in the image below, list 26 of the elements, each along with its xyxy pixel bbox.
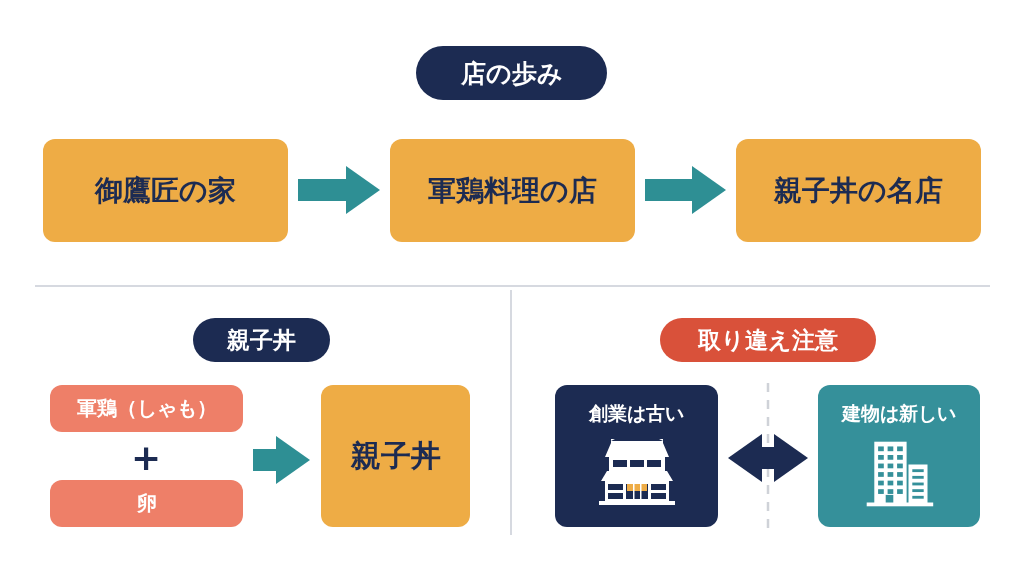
info-card bbox=[555, 385, 718, 527]
result-box bbox=[321, 385, 470, 527]
box-label: 軍鶏料理の店 bbox=[428, 172, 597, 209]
heading-text: 店の歩み bbox=[460, 57, 563, 90]
arrow bbox=[253, 436, 310, 484]
card-title: 創業は古い bbox=[589, 401, 684, 426]
card-title: 建物は新しい bbox=[842, 401, 956, 426]
heading-text: 取り違え注意 bbox=[698, 325, 838, 355]
double-arrow bbox=[728, 434, 808, 482]
box-label: 軍鶏（しゃも） bbox=[76, 395, 217, 422]
arrow bbox=[298, 166, 380, 214]
box-label: 親子丼の名店 bbox=[774, 172, 943, 209]
process-box bbox=[736, 139, 981, 242]
heading-pill bbox=[660, 318, 876, 362]
box-label: 卵 bbox=[136, 490, 157, 517]
info-card bbox=[818, 385, 980, 527]
box-label: 御鷹匠の家 bbox=[95, 172, 236, 209]
ingredient-box bbox=[50, 385, 243, 432]
process-box bbox=[390, 139, 635, 242]
plus-sign: + bbox=[131, 436, 161, 480]
ingredient-box bbox=[50, 480, 243, 527]
box-label: 親子丼 bbox=[350, 436, 441, 475]
heading-pill bbox=[416, 46, 607, 100]
heading-text: 親子丼 bbox=[227, 325, 296, 355]
process-box bbox=[43, 139, 288, 242]
heading-pill bbox=[193, 318, 330, 362]
